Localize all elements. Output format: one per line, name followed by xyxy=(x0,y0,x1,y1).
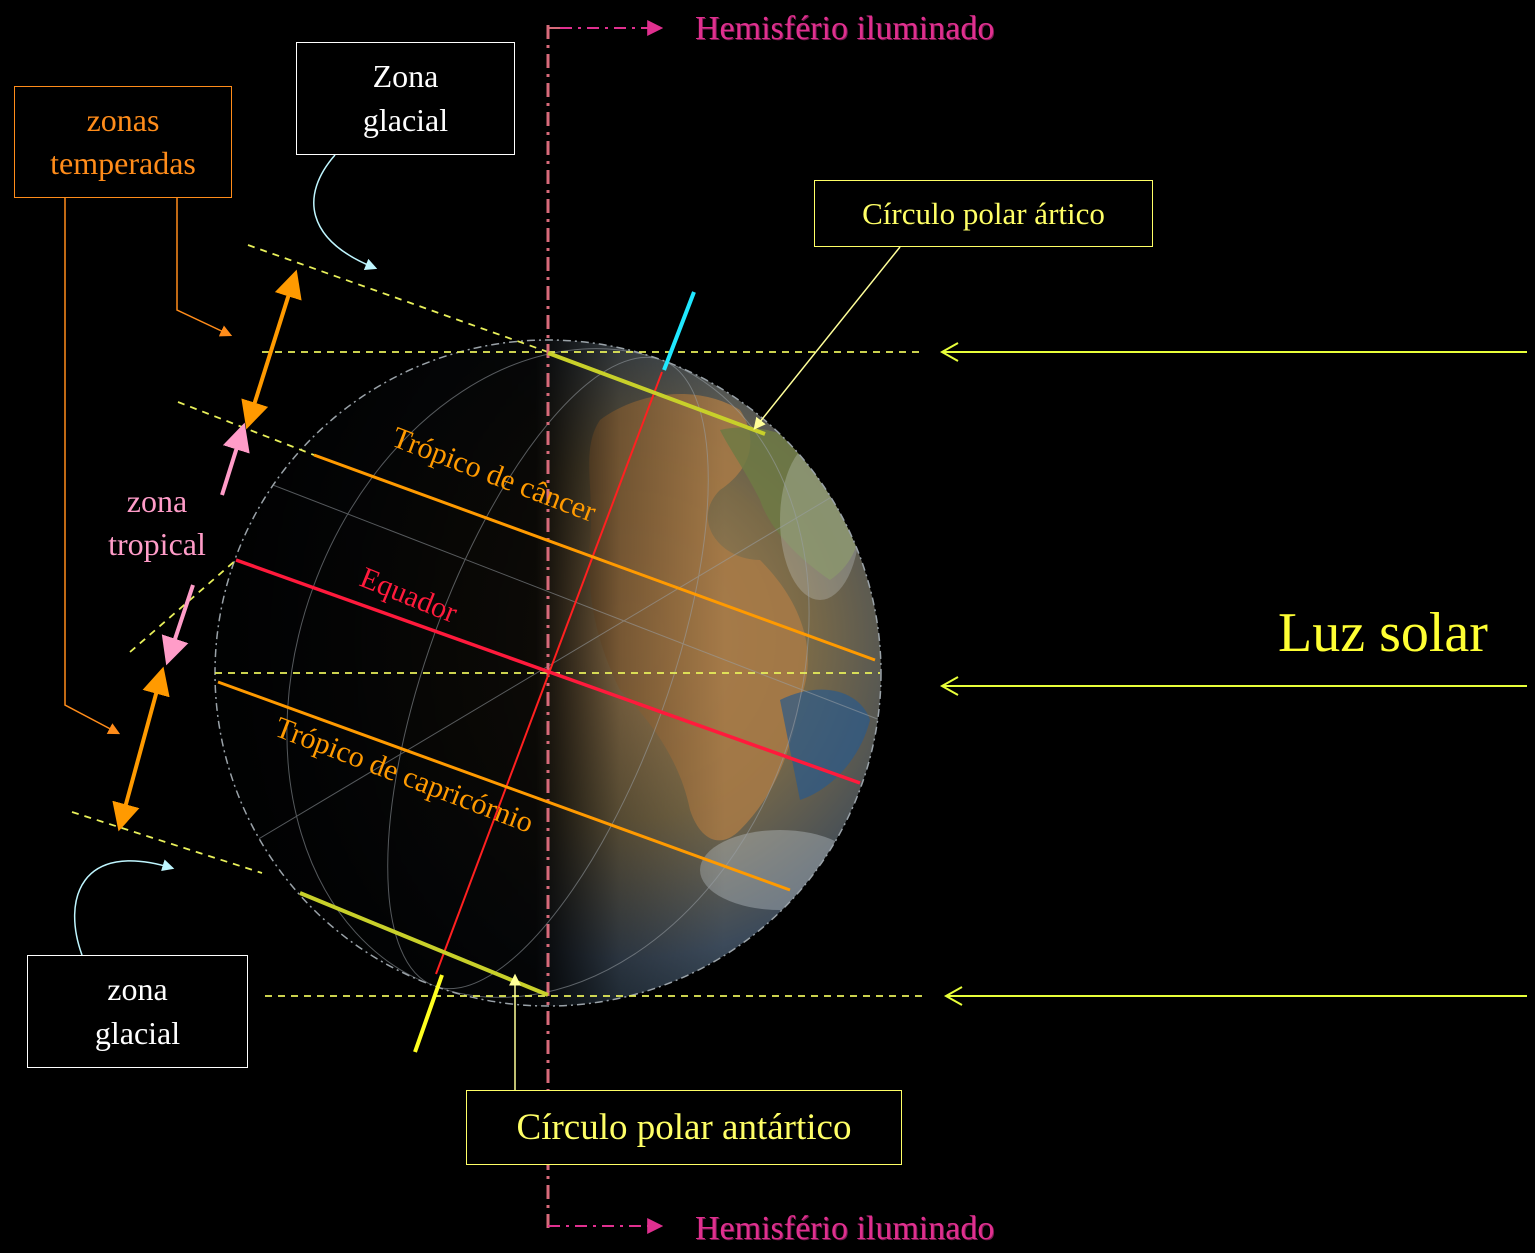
equator-line xyxy=(235,558,861,785)
antarctic-circle-line xyxy=(299,891,549,997)
temperadas-leader-north xyxy=(176,198,233,337)
sunlight-arrows xyxy=(939,342,1527,1006)
luz-solar-label: Luz solar xyxy=(1278,602,1488,664)
sun-reference-lines xyxy=(215,351,925,997)
tropic-cancer-line xyxy=(313,453,876,662)
zona-glacial-bottom-box: zona glacial xyxy=(27,955,248,1068)
zonas-temperadas-box: zonas temperadas xyxy=(14,86,232,198)
temperate-north-arrow xyxy=(241,269,302,430)
continents xyxy=(215,340,881,1006)
zona-glacial-top-box: Zona glacial xyxy=(296,42,515,155)
axis-south-icon xyxy=(413,974,444,1053)
arctic-circle-line xyxy=(547,351,766,436)
glacial-leader-north xyxy=(313,154,378,270)
temperadas-leader-south xyxy=(64,198,121,735)
axis-north-icon xyxy=(662,291,696,371)
zone-boundary-lines xyxy=(71,244,549,874)
hemisferio-top-label: Hemisfério iluminado xyxy=(695,10,995,47)
temperate-south-arrow xyxy=(112,666,170,832)
tropical-arrow-top xyxy=(220,422,250,496)
arctic-leader xyxy=(753,246,901,430)
hemisferio-bottom-label: Hemisfério iluminado xyxy=(695,1210,995,1247)
circulo-polar-artico-box: Círculo polar ártico xyxy=(814,180,1153,247)
glacial-leader-south xyxy=(74,859,175,956)
circulo-polar-antartico-box: Círculo polar antártico xyxy=(466,1090,902,1165)
zona-tropical-label: zona tropical xyxy=(108,483,206,563)
tropical-arrow-bottom xyxy=(161,584,195,666)
tropic-capricorn-line xyxy=(217,680,791,892)
